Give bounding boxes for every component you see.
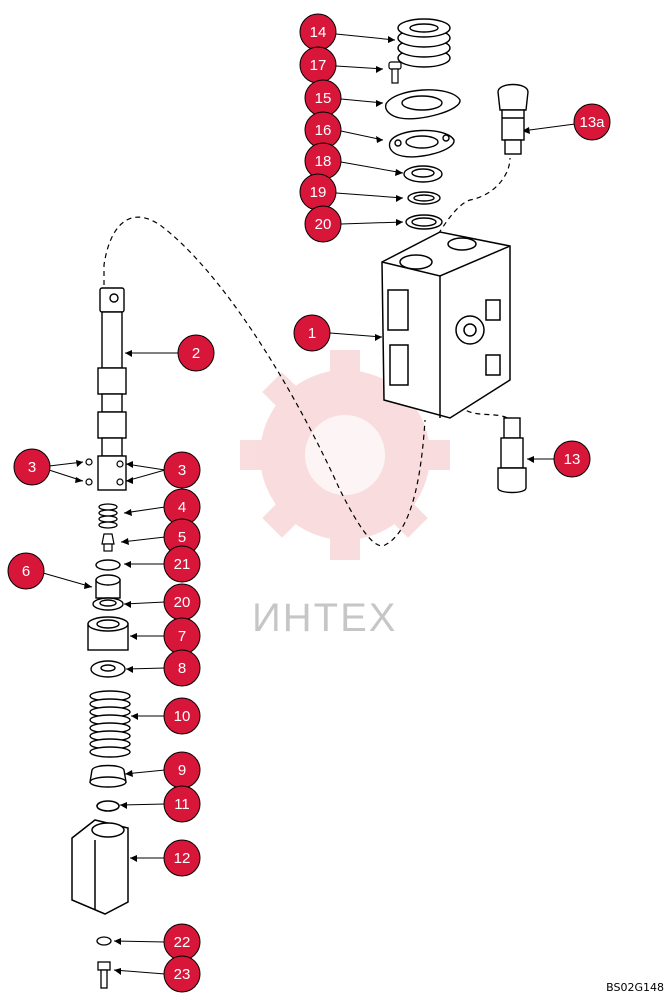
callout-12: 12	[163, 839, 201, 877]
svg-text:20: 20	[174, 594, 191, 611]
svg-text:4: 4	[178, 499, 186, 516]
part-seat-9	[89, 764, 127, 788]
svg-text:23: 23	[174, 966, 191, 983]
svg-text:13a: 13a	[579, 114, 605, 131]
leader-arrowheads	[75, 36, 534, 975]
svg-text:5: 5	[178, 529, 186, 546]
part-pin-5	[101, 533, 115, 552]
svg-text:3: 3	[28, 459, 36, 476]
callout-21: 21	[163, 545, 201, 583]
watermark-gear-hole	[305, 415, 385, 495]
watermark-text: ИНТЕХ	[252, 596, 398, 640]
svg-text:19: 19	[310, 184, 327, 201]
part-gasket-16	[388, 129, 455, 158]
part-spring-4	[98, 503, 118, 529]
svg-text:1: 1	[308, 325, 316, 342]
part-sleeve-7	[87, 616, 129, 651]
svg-text:2: 2	[192, 345, 200, 362]
part-flange-plate-15	[384, 89, 461, 120]
svg-text:3: 3	[178, 462, 186, 479]
part-ring-18	[403, 165, 443, 183]
callout-14: 14	[299, 13, 337, 51]
part-ring-20-top	[405, 214, 443, 230]
callout-16: 16	[304, 111, 342, 149]
part-plunger-13	[497, 417, 527, 494]
callout-22: 22	[163, 923, 201, 961]
callout-6: 6	[7, 552, 45, 590]
svg-text:18: 18	[315, 153, 332, 170]
callout-1: 1	[293, 314, 331, 352]
part-cap-12	[71, 819, 129, 915]
svg-text:12: 12	[174, 850, 191, 867]
svg-text:17: 17	[310, 57, 327, 74]
part-screw-17	[388, 61, 402, 84]
part-collar-6	[95, 574, 121, 599]
part-seal-stack-14	[397, 18, 451, 68]
part-washer-22	[96, 936, 112, 946]
callout-17: 17	[299, 46, 337, 84]
part-ring-11	[96, 800, 120, 812]
callout-10: 10	[163, 697, 201, 735]
part-bolt-23	[97, 961, 111, 989]
callout-11: 11	[163, 785, 201, 823]
part-balls-3	[85, 458, 124, 486]
callout-18: 18	[304, 142, 342, 180]
callout-3-left: 3	[13, 448, 51, 486]
part-spool-2	[97, 287, 127, 491]
part-spring-10	[89, 690, 131, 758]
svg-text:8: 8	[178, 660, 186, 677]
svg-text:20: 20	[315, 216, 332, 233]
callout-19: 19	[299, 173, 337, 211]
part-valve-body-1	[381, 231, 511, 419]
svg-text:7: 7	[178, 628, 186, 645]
callout-13a: 13a	[573, 103, 611, 141]
callouts: 14 17 15 16 18 19 20 13a 1 2 3 3 13 4 5 …	[7, 13, 611, 993]
callout-20-top: 20	[304, 205, 342, 243]
part-plunger-13a	[497, 83, 529, 155]
callout-23: 23	[163, 955, 201, 993]
callout-7: 7	[163, 617, 201, 655]
svg-text:13: 13	[564, 451, 581, 468]
part-ring-21	[95, 559, 121, 571]
part-ring-19	[407, 191, 441, 205]
callout-15: 15	[304, 79, 342, 117]
leader-lines	[42, 33, 576, 975]
svg-text:6: 6	[22, 563, 30, 580]
svg-text:16: 16	[315, 122, 332, 139]
svg-text:21: 21	[174, 556, 191, 573]
svg-text:9: 9	[178, 762, 186, 779]
svg-text:14: 14	[310, 24, 327, 41]
svg-text:10: 10	[174, 708, 191, 725]
svg-text:22: 22	[174, 934, 191, 951]
callout-8: 8	[163, 649, 201, 687]
part-washer-8	[90, 660, 126, 678]
part-ring-20-bottom	[92, 597, 124, 611]
svg-text:15: 15	[315, 90, 332, 107]
callout-13: 13	[553, 440, 591, 478]
callout-9: 9	[163, 751, 201, 789]
callout-3-right: 3	[163, 451, 201, 489]
callout-4: 4	[163, 488, 201, 526]
callout-20-bottom: 20	[163, 583, 201, 621]
svg-text:11: 11	[174, 796, 190, 813]
callout-2: 2	[177, 334, 215, 372]
drawing-code: BS02G148	[606, 981, 664, 994]
